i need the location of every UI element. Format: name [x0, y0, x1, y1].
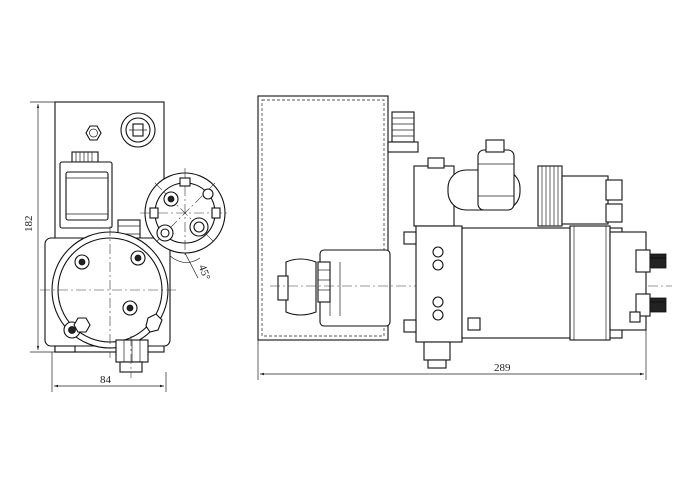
bolt-upper-left	[74, 254, 90, 270]
round-fitting-top	[120, 112, 156, 148]
cable-gland	[387, 111, 419, 153]
height-dimension-label: 182	[23, 216, 35, 233]
relay	[537, 165, 623, 227]
side-view: 289	[257, 95, 672, 380]
length-dimension-label: 289	[494, 362, 511, 374]
dimension-height	[30, 101, 55, 353]
pump-housing	[40, 226, 178, 358]
valve-body	[403, 157, 463, 369]
angle-label: 45°	[196, 263, 213, 282]
base-foot	[54, 345, 76, 353]
bolt-lower-right	[122, 300, 138, 316]
rotated-detail	[140, 168, 230, 279]
dimension-width	[51, 352, 167, 392]
solenoid-valve	[59, 151, 113, 229]
bottom-fitting	[115, 336, 149, 378]
terminal-studs	[629, 249, 667, 323]
hex-nut-top	[85, 125, 102, 141]
dimension-length	[257, 330, 647, 380]
width-dimension-label: 84	[100, 374, 112, 386]
motor-body	[461, 225, 647, 341]
end-view: 45° 182 84	[23, 101, 230, 392]
inner-pump	[277, 249, 391, 327]
bolt-upper-right	[130, 250, 146, 266]
solenoid-coil	[447, 139, 521, 211]
